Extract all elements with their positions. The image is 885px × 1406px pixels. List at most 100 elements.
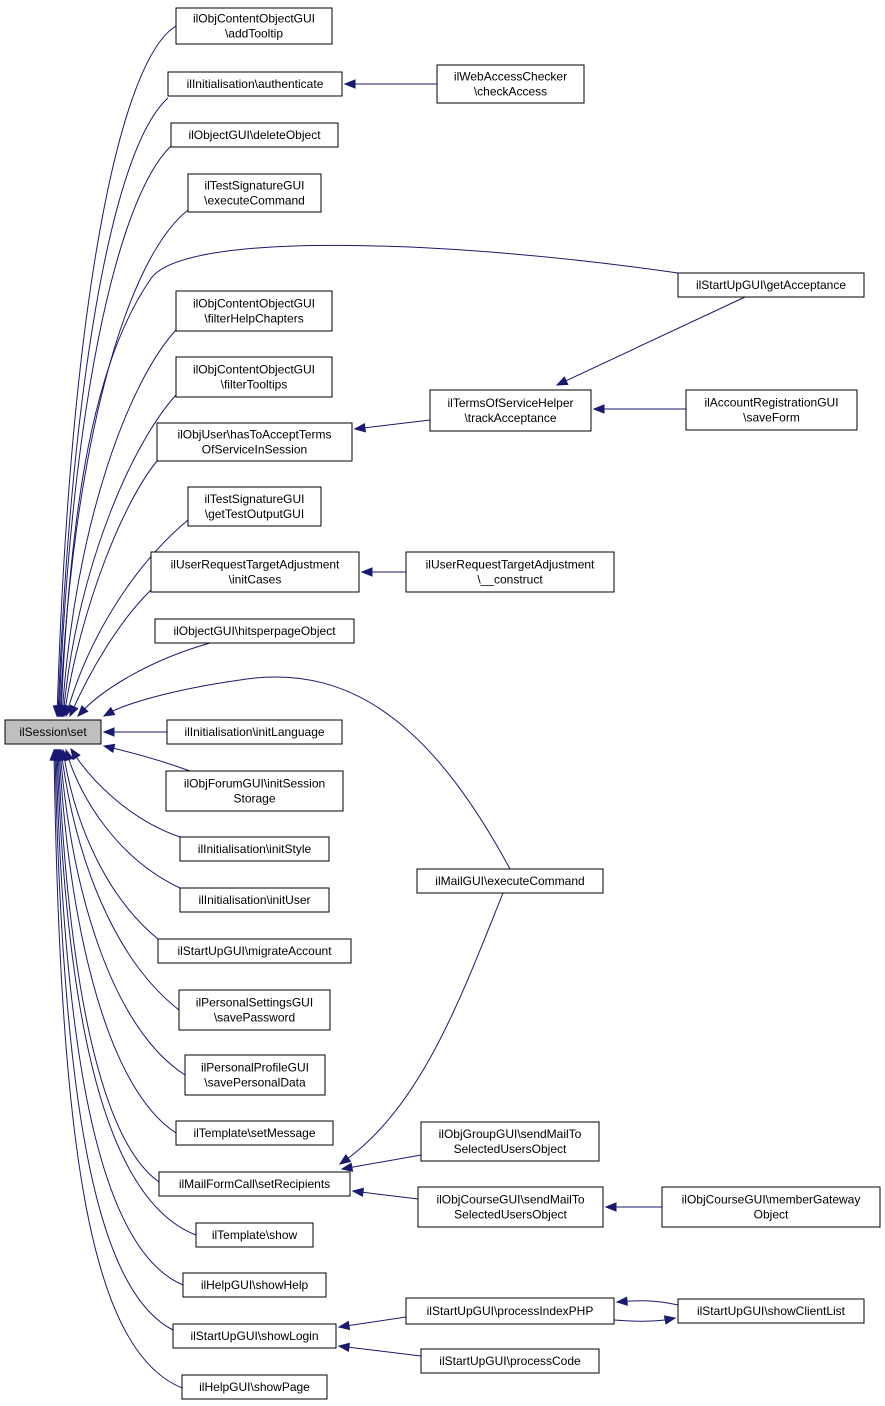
node-box <box>175 7 333 45</box>
edge-line <box>352 1190 419 1200</box>
edge-n10-to-n9 <box>592 404 686 414</box>
node-box <box>175 1120 334 1146</box>
node-n26[interactable]: ilMailFormCall\setRecipients <box>158 1171 351 1197</box>
node-n23[interactable]: ilPersonalProfileGUI\savePersonalData <box>184 1054 326 1096</box>
node-label-line: ilMailFormCall\setRecipients <box>179 1177 330 1191</box>
node-label-line: ilInitialisation\initLanguage <box>184 725 324 739</box>
node-box <box>167 71 343 97</box>
node-root[interactable]: ilSession\set <box>4 719 102 745</box>
node-n18[interactable]: ilInitialisation\initStyle <box>179 836 330 862</box>
node-n16[interactable]: ilInitialisation\initLanguage <box>166 719 343 745</box>
node-label-line: \savePassword <box>214 1011 295 1025</box>
edge-arrowhead <box>77 705 89 717</box>
node-label-line: ilHelpGUI\showPage <box>199 1380 310 1394</box>
node-n34[interactable]: ilStartUpGUI\processCode <box>420 1348 600 1374</box>
node-label-line: Storage <box>233 792 275 806</box>
node-n4[interactable]: ilObjectGUI\deleteObject <box>170 122 339 148</box>
node-n9[interactable]: ilTermsOfServiceHelper\trackAcceptance <box>429 389 592 432</box>
node-n12[interactable]: ilTestSignatureGUI\getTestOutputGUI <box>187 486 322 527</box>
node-n20[interactable]: ilInitialisation\initUser <box>179 887 330 913</box>
node-label-line: ilObjGroupGUI\sendMailTo <box>439 1127 582 1141</box>
edge-line <box>69 589 152 717</box>
node-n8[interactable]: ilObjContentObjectGUI\filterTooltips <box>175 356 333 398</box>
edge-line <box>65 519 189 717</box>
node-n32[interactable]: ilStartUpGUI\showClientList <box>677 1298 865 1324</box>
node-box <box>417 1186 604 1228</box>
node-box <box>175 290 333 332</box>
node-n35[interactable]: ilHelpGUI\showPage <box>181 1374 328 1400</box>
node-label-line: SelectedUsersObject <box>454 1208 567 1222</box>
edge-n17-to-root <box>102 743 191 772</box>
node-label-line: SelectedUsersObject <box>454 1142 567 1156</box>
edge-line <box>59 749 186 1076</box>
edge-line <box>556 296 746 386</box>
edge-arrowhead <box>343 79 356 89</box>
edge-arrowhead <box>102 727 115 737</box>
node-n24[interactable]: ilTemplate\setMessage <box>175 1120 334 1146</box>
node-n21[interactable]: ilStartUpGUI\migrateAccount <box>157 938 352 964</box>
edge-n34-to-n33 <box>337 1342 422 1357</box>
edge-n19-to-n26 <box>338 892 504 1165</box>
edge-n31-to-n33 <box>337 1316 407 1331</box>
node-label-line: ilTestSignatureGUI <box>204 179 304 193</box>
node-n31[interactable]: ilStartUpGUI\processIndexPHP <box>405 1297 615 1325</box>
node-label-line: ilStartUpGUI\getAcceptance <box>696 278 846 292</box>
edge-line <box>63 460 158 717</box>
node-n3[interactable]: ilWebAccessChecker\checkAccess <box>436 64 585 104</box>
node-n30[interactable]: ilHelpGUI\showHelp <box>182 1272 327 1298</box>
node-label-line: ilObjCourseGUI\memberGateway <box>682 1193 861 1207</box>
node-n29[interactable]: ilTemplate\show <box>195 1222 314 1248</box>
edge-line <box>58 145 172 717</box>
node-box <box>677 1298 865 1324</box>
node-label-line: ilInitialisation\authenticate <box>187 77 324 91</box>
node-n5[interactable]: ilTestSignatureGUI\executeCommand <box>187 173 322 213</box>
node-label-line: \executeCommand <box>204 194 305 208</box>
node-n7[interactable]: ilObjContentObjectGUI\filterHelpChapters <box>175 290 333 332</box>
node-label-line: ilStartUpGUI\showClientList <box>697 1304 846 1318</box>
node-label-line: ilObjForumGUI\initSession <box>184 777 325 791</box>
edge-arrowhead <box>615 1296 628 1306</box>
node-n6[interactable]: ilStartUpGUI\getAcceptance <box>677 272 865 298</box>
node-box <box>420 1348 600 1374</box>
edge-arrowhead <box>69 704 79 718</box>
edge-line <box>103 676 511 870</box>
node-box <box>154 618 355 644</box>
node-label-line: \initCases <box>229 573 282 587</box>
edge-line <box>56 25 177 717</box>
node-n13[interactable]: ilUserRequestTargetAdjustment\initCases <box>150 551 360 593</box>
node-n15[interactable]: ilObjectGUI\hitsperpageObject <box>154 618 355 644</box>
node-n14[interactable]: ilUserRequestTargetAdjustment\__construc… <box>405 551 615 593</box>
edge-n28-to-n27 <box>604 1202 662 1212</box>
node-label-line: ilObjectGUI\hitsperpageObject <box>173 624 336 638</box>
graph-nodes: ilSession\set ilObjContentObjectGUI\addTo… <box>4 7 881 1400</box>
node-n22[interactable]: ilPersonalSettingsGUI\savePassword <box>178 989 331 1031</box>
edge-arrowhead <box>338 1154 352 1165</box>
edge-n20-to-root <box>64 748 181 889</box>
node-n25[interactable]: ilObjGroupGUI\sendMailToSelectedUsersObj… <box>420 1121 600 1162</box>
edge-line <box>57 97 169 717</box>
node-box <box>166 719 343 745</box>
node-n19[interactable]: ilMailGUI\executeCommand <box>416 868 604 894</box>
edge-line <box>77 642 211 717</box>
edge-arrowhead <box>102 706 116 717</box>
node-n11[interactable]: ilObjUser\hasToAcceptTermsOfServiceInSes… <box>156 422 353 462</box>
edge-arrowhead <box>337 1342 350 1352</box>
node-label-line: ilTestSignatureGUI <box>204 492 304 506</box>
edge-line <box>55 749 184 1286</box>
edge-n27-to-n26 <box>351 1187 419 1200</box>
node-n2[interactable]: ilInitialisation\authenticate <box>167 71 343 97</box>
node-box <box>661 1186 881 1228</box>
node-n10[interactable]: ilAccountRegistrationGUI\saveForm <box>685 389 858 431</box>
node-label-line: ilObjUser\hasToAcceptTerms <box>177 428 331 442</box>
node-box <box>416 868 604 894</box>
node-box <box>187 173 322 213</box>
node-label-line: ilTermsOfServiceHelper <box>447 396 573 410</box>
edge-arrowhead <box>351 1187 365 1197</box>
edge-arrowhead <box>360 567 373 577</box>
node-n27[interactable]: ilObjCourseGUI\sendMailToSelectedUsersOb… <box>417 1186 604 1228</box>
node-n33[interactable]: ilStartUpGUI\showLogin <box>172 1323 337 1349</box>
node-n1[interactable]: ilObjContentObjectGUI\addTooltip <box>175 7 333 45</box>
